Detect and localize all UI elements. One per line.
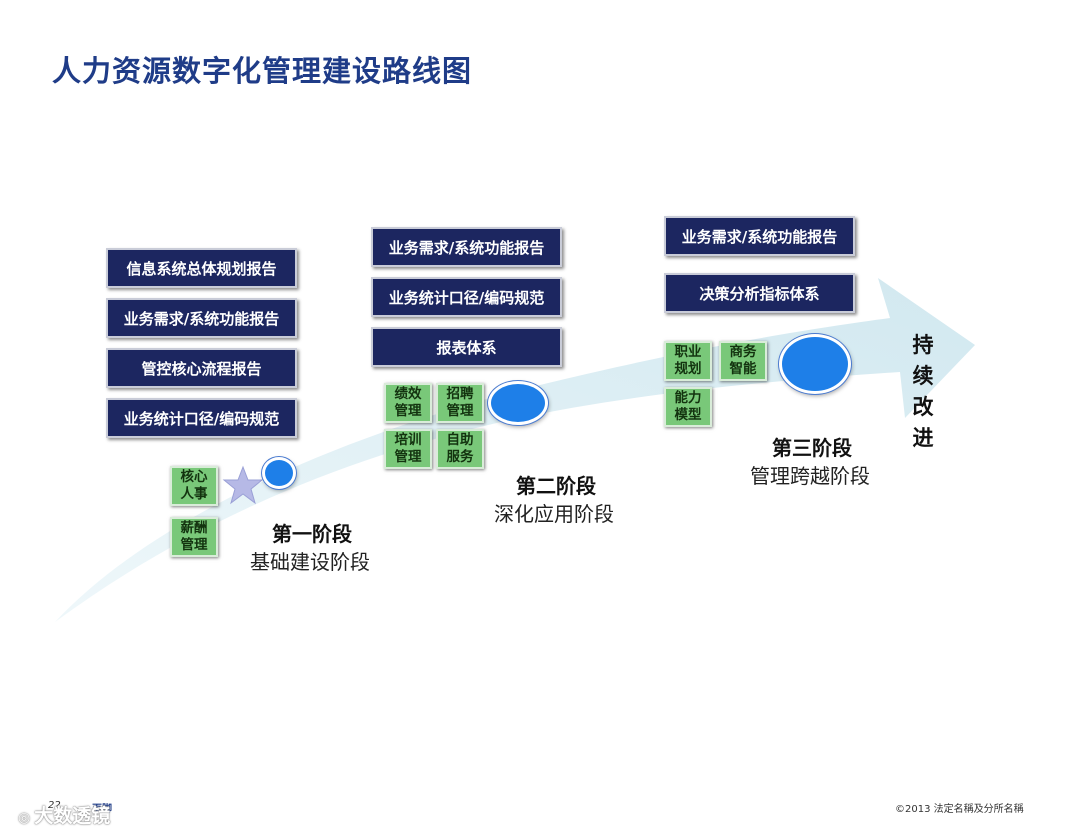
stage3-box: 决策分析指标体系 xyxy=(664,273,855,313)
stage2-subtitle: 深化应用阶段 xyxy=(494,502,614,526)
stage2-module: 自助 服务 xyxy=(436,429,484,469)
stage1-box: 信息系统总体规划报告 xyxy=(106,248,297,288)
stage1-marker xyxy=(262,457,296,489)
copyright: ©2013 法定名稱及分所名稱 xyxy=(895,804,1024,815)
watermark-text: 大数透镜 xyxy=(34,805,111,827)
stage2-marker xyxy=(488,381,548,425)
stage2-module: 绩效 管理 xyxy=(384,383,432,423)
stage2-module: 培训 管理 xyxy=(384,429,432,469)
watermark: ◎大数透镜 xyxy=(18,805,111,827)
stage3-module: 职业 规划 xyxy=(664,341,712,381)
stage1-box: 业务需求/系统功能报告 xyxy=(106,298,297,338)
stage1-title: 第一阶段 xyxy=(272,522,352,546)
stage2-box: 业务需求/系统功能报告 xyxy=(371,227,562,267)
stage2-module: 招聘 管理 xyxy=(436,383,484,423)
page-number: 22 xyxy=(48,800,61,811)
star-icon xyxy=(222,465,264,505)
stage1-box: 业务统计口径/编码规范 xyxy=(106,398,297,438)
stage2-title: 第二阶段 xyxy=(516,474,596,498)
stage3-box: 业务需求/系统功能报告 xyxy=(664,216,855,256)
stage1-module: 核心 人事 xyxy=(170,466,218,506)
stage3-title: 第三阶段 xyxy=(772,436,852,460)
continuous-improvement-label: 持续改进 xyxy=(912,333,934,450)
stage3-module: 能力 模型 xyxy=(664,387,712,427)
stage3-module: 商务 智能 xyxy=(719,341,767,381)
footer-label: 页脚 xyxy=(92,804,112,815)
stage1-subtitle: 基础建设阶段 xyxy=(250,550,370,574)
stage3-subtitle: 管理跨越阶段 xyxy=(750,464,870,488)
page-title: 人力资源数字化管理建设路线图 xyxy=(52,54,473,88)
stage3-marker xyxy=(779,334,851,394)
stage1-module: 薪酬 管理 xyxy=(170,517,218,557)
stage1-box: 管控核心流程报告 xyxy=(106,348,297,388)
stage2-box: 业务统计口径/编码规范 xyxy=(371,277,562,317)
stage2-box: 报表体系 xyxy=(371,327,562,367)
